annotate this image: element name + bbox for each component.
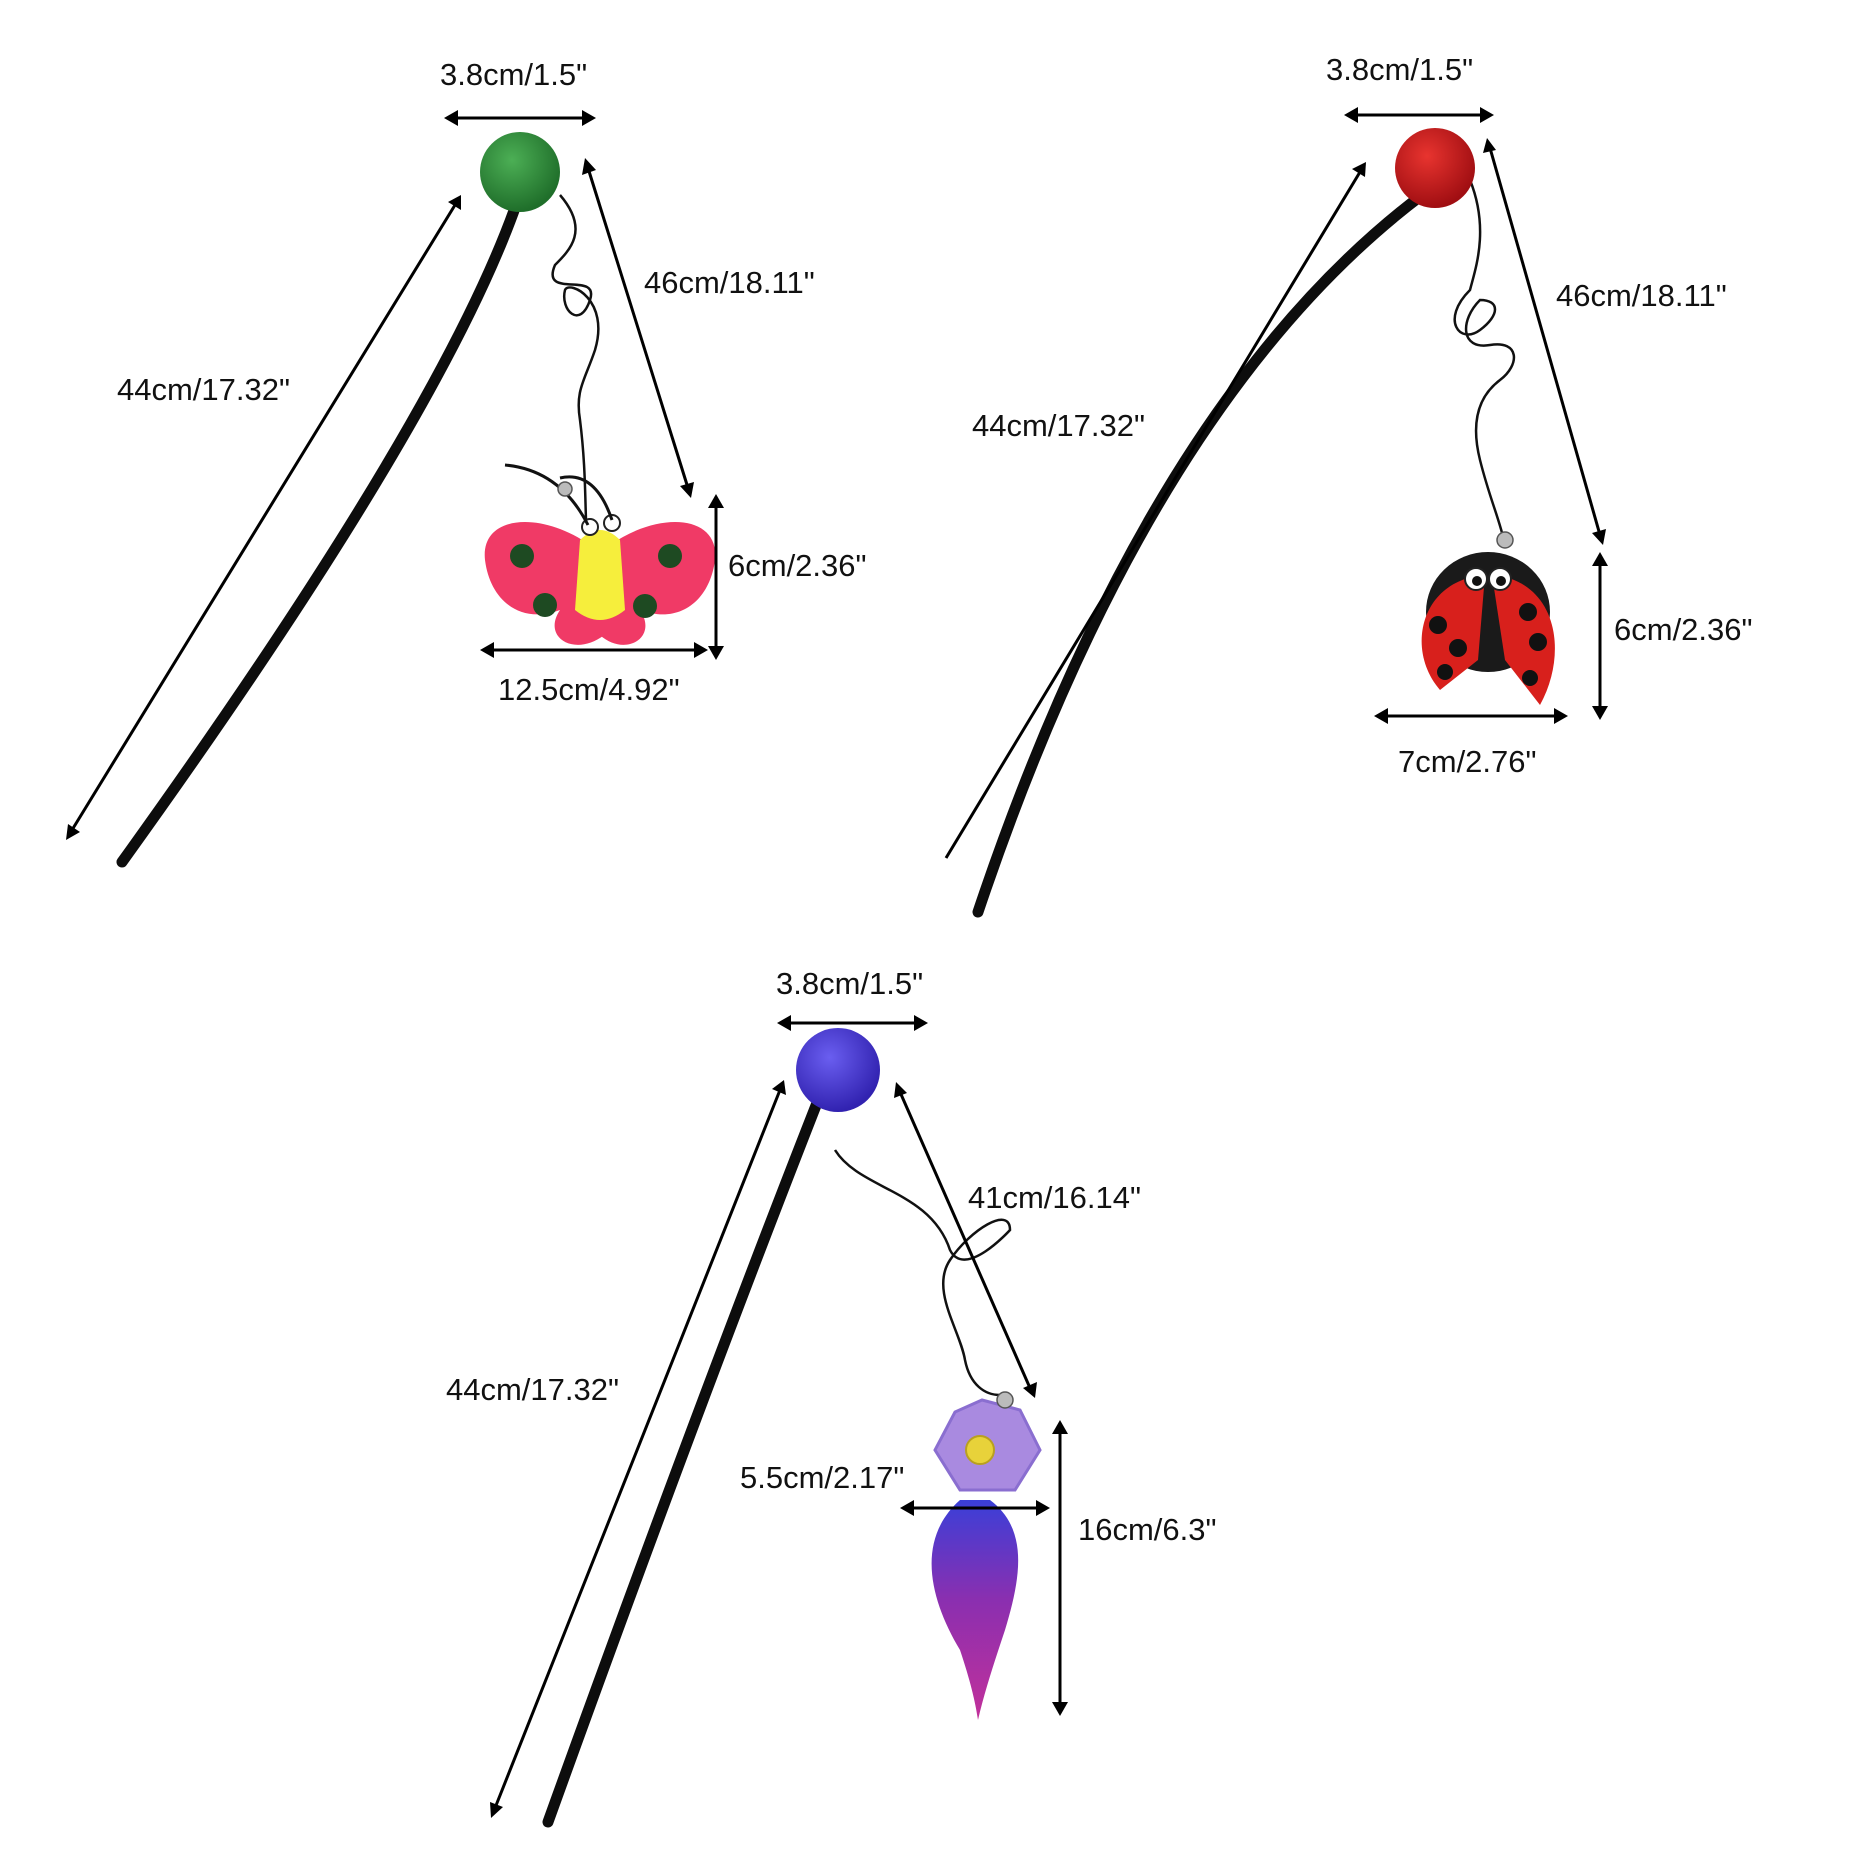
label-toy-width: 12.5cm/4.92"	[498, 672, 680, 707]
wand-rod	[542, 1074, 832, 1828]
feather-icon	[931, 1500, 1019, 1720]
string-cord	[1453, 179, 1516, 546]
green-pom-ball	[480, 132, 560, 212]
label-rod-length: 44cm/17.32"	[446, 1372, 619, 1407]
label-pom-size: 3.8cm/1.5"	[1326, 52, 1473, 87]
flower-toy-icon	[931, 1391, 1042, 1720]
red-pom-ball	[1395, 128, 1475, 208]
label-string-length: 41cm/16.14"	[968, 1180, 1141, 1215]
butterfly-toy-icon	[484, 463, 716, 645]
label-pom-size: 3.8cm/1.5"	[440, 57, 587, 92]
dim-arrow-rod	[944, 171, 1362, 859]
blue-pom-ball	[796, 1028, 880, 1112]
toy-butterfly: 3.8cm/1.5" 46cm/18.11" 44cm/17.32" 6cm/2…	[66, 57, 867, 868]
label-toy-height: 6cm/2.36"	[728, 548, 867, 583]
dim-arrow-rod	[493, 1089, 782, 1809]
label-toy-height: 16cm/6.3"	[1078, 1512, 1217, 1547]
label-toy-width: 7cm/2.76"	[1398, 744, 1537, 779]
label-toy-width: 5.5cm/2.17"	[740, 1460, 904, 1495]
string-cord	[551, 194, 600, 521]
label-toy-height: 6cm/2.36"	[1614, 612, 1753, 647]
wand-rod	[972, 189, 1428, 918]
label-string-length: 46cm/18.11"	[1556, 278, 1727, 313]
toy-flower: 3.8cm/1.5" 41cm/16.14" 44cm/17.32" 16cm/…	[446, 966, 1217, 1828]
string-cord	[833, 1149, 1012, 1397]
label-rod-length: 44cm/17.32"	[117, 372, 290, 407]
dim-arrow-string	[1488, 147, 1602, 536]
dim-arrow-string	[586, 167, 690, 489]
dim-arrow-string	[898, 1091, 1032, 1389]
dim-arrow-rod	[70, 204, 457, 831]
label-rod-length: 44cm/17.32"	[972, 408, 1145, 443]
ladybug-toy-icon	[1421, 531, 1555, 705]
label-pom-size: 3.8cm/1.5"	[776, 966, 923, 1001]
wand-rod	[116, 199, 522, 868]
toy-ladybug: 3.8cm/1.5" 46cm/18.11" 44cm/17.32" 6cm/2…	[944, 52, 1753, 918]
label-string-length: 46cm/18.11"	[644, 265, 815, 300]
